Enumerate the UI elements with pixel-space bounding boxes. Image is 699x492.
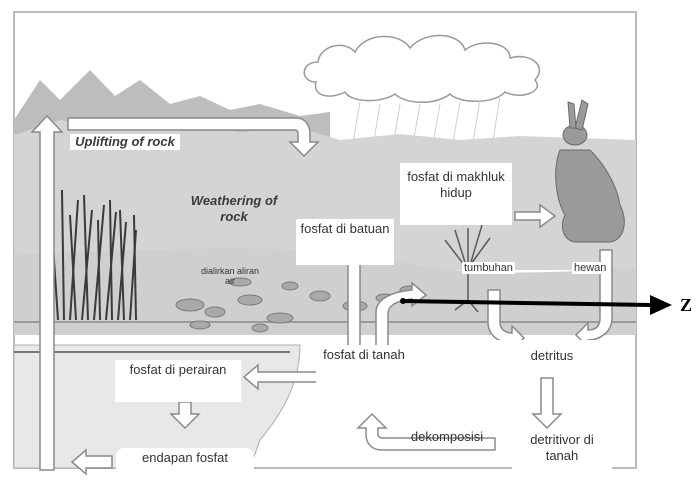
label-fosfat-perairan: fosfat di perairan (115, 360, 241, 402)
z-pointer-head (650, 295, 672, 315)
label-fosfat-makhluk: fosfat di makhluk hidup (400, 163, 512, 225)
z-pointer-dot (400, 298, 406, 304)
label-fosfat-tanah: fosfat di tanah (316, 345, 412, 393)
label-hewan: hewan (572, 262, 608, 274)
label-uplifting: Uplifting of rock (70, 134, 180, 150)
pointer-label-z: Z (680, 295, 692, 316)
label-detritus: detritus (492, 340, 612, 374)
label-tumbuhan: tumbuhan (462, 262, 515, 274)
label-fosfat-batuan: fosfat di batuan (296, 219, 394, 265)
label-dekomposisi: dekomposisi (392, 427, 502, 447)
label-detritivor: detritivor di tanah (512, 430, 612, 476)
label-dialirkan: dialirkan aliran air (200, 266, 260, 286)
label-weathering: Weathering of rock (182, 193, 286, 225)
label-endapan: endapan fosfat (116, 448, 254, 488)
